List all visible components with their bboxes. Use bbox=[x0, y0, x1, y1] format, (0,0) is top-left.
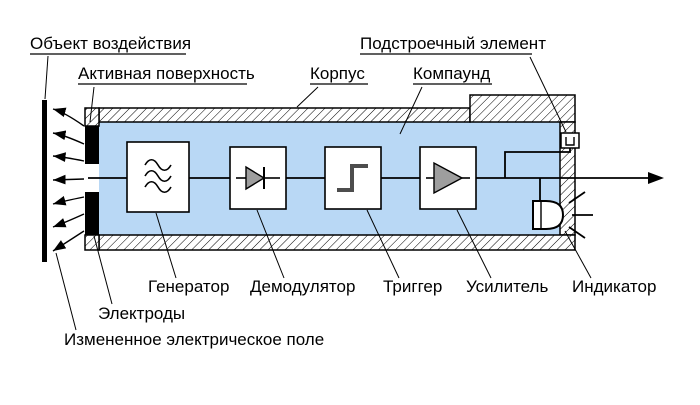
label-indicator: Индикатор bbox=[572, 277, 656, 296]
leader-field bbox=[55, 252, 77, 331]
amplifier-triangle-icon bbox=[426, 161, 470, 195]
field-arrow-icon bbox=[52, 107, 85, 127]
leader-generator bbox=[155, 212, 177, 279]
adjustable-element-icon bbox=[560, 132, 580, 149]
field-arrows-icon bbox=[52, 107, 85, 252]
housing-raised-wall bbox=[469, 94, 576, 123]
label-compound: Компаунд bbox=[413, 64, 490, 83]
label-underlines bbox=[30, 53, 532, 85]
label-demodulator: Демодулятор bbox=[250, 277, 355, 296]
output-arrow-icon bbox=[648, 172, 664, 184]
label-field: Измененное электрическое поле bbox=[64, 330, 324, 349]
signal-wires bbox=[88, 148, 648, 201]
label-trimmer: Подстроечный элемент bbox=[360, 34, 546, 53]
housing-front-top bbox=[84, 107, 100, 127]
label-electrodes: Электроды bbox=[98, 304, 185, 323]
label-object: Объект воздействия bbox=[30, 34, 191, 53]
field-arrow-icon bbox=[52, 152, 85, 163]
label-generator: Генератор bbox=[148, 277, 229, 296]
diode-icon bbox=[236, 165, 280, 191]
leader-housing bbox=[296, 86, 319, 108]
leader-object bbox=[44, 55, 49, 100]
field-arrow-icon bbox=[52, 130, 85, 145]
field-arrow-icon bbox=[52, 213, 85, 228]
leader-trimmer bbox=[529, 56, 567, 133]
leader-demodulator bbox=[256, 209, 285, 279]
electrode-lower bbox=[85, 192, 99, 235]
wave-icon bbox=[144, 180, 172, 194]
label-amplifier: Усилитель bbox=[466, 277, 548, 296]
trimmer-body bbox=[560, 132, 580, 149]
step-function-icon bbox=[337, 164, 368, 192]
leader-trigger bbox=[366, 209, 400, 279]
triple-wave-icon bbox=[144, 158, 172, 194]
housing-bottom-wall bbox=[98, 234, 576, 251]
label-trigger: Триггер bbox=[383, 277, 442, 296]
field-arrow-icon bbox=[52, 174, 85, 185]
leader-electrodes bbox=[93, 235, 113, 305]
label-housing: Корпус bbox=[310, 64, 365, 83]
wave-icon bbox=[144, 169, 172, 183]
field-arrow-icon bbox=[52, 230, 85, 252]
leader-amplifier bbox=[456, 209, 492, 279]
object-plate bbox=[42, 100, 47, 262]
wave-icon bbox=[144, 158, 172, 172]
leader-indicator bbox=[564, 230, 592, 279]
leader-lines bbox=[44, 55, 592, 331]
leader-active-surface bbox=[89, 86, 95, 123]
trimmer-mark bbox=[565, 137, 575, 146]
led-body bbox=[532, 200, 565, 230]
diode-triangle bbox=[245, 165, 266, 191]
leader-compound bbox=[399, 86, 423, 135]
housing-top-wall bbox=[98, 107, 471, 123]
label-active-surface: Активная поверхность bbox=[78, 64, 255, 83]
field-arrow-icon bbox=[52, 195, 85, 206]
amplifier-triangle bbox=[433, 161, 464, 195]
wire-trimmer-branch bbox=[504, 148, 571, 178]
electrode-upper bbox=[85, 126, 99, 164]
led-ray-icon bbox=[568, 226, 586, 239]
led-with-rays-icon bbox=[532, 191, 593, 239]
led-ray-icon bbox=[568, 191, 586, 204]
